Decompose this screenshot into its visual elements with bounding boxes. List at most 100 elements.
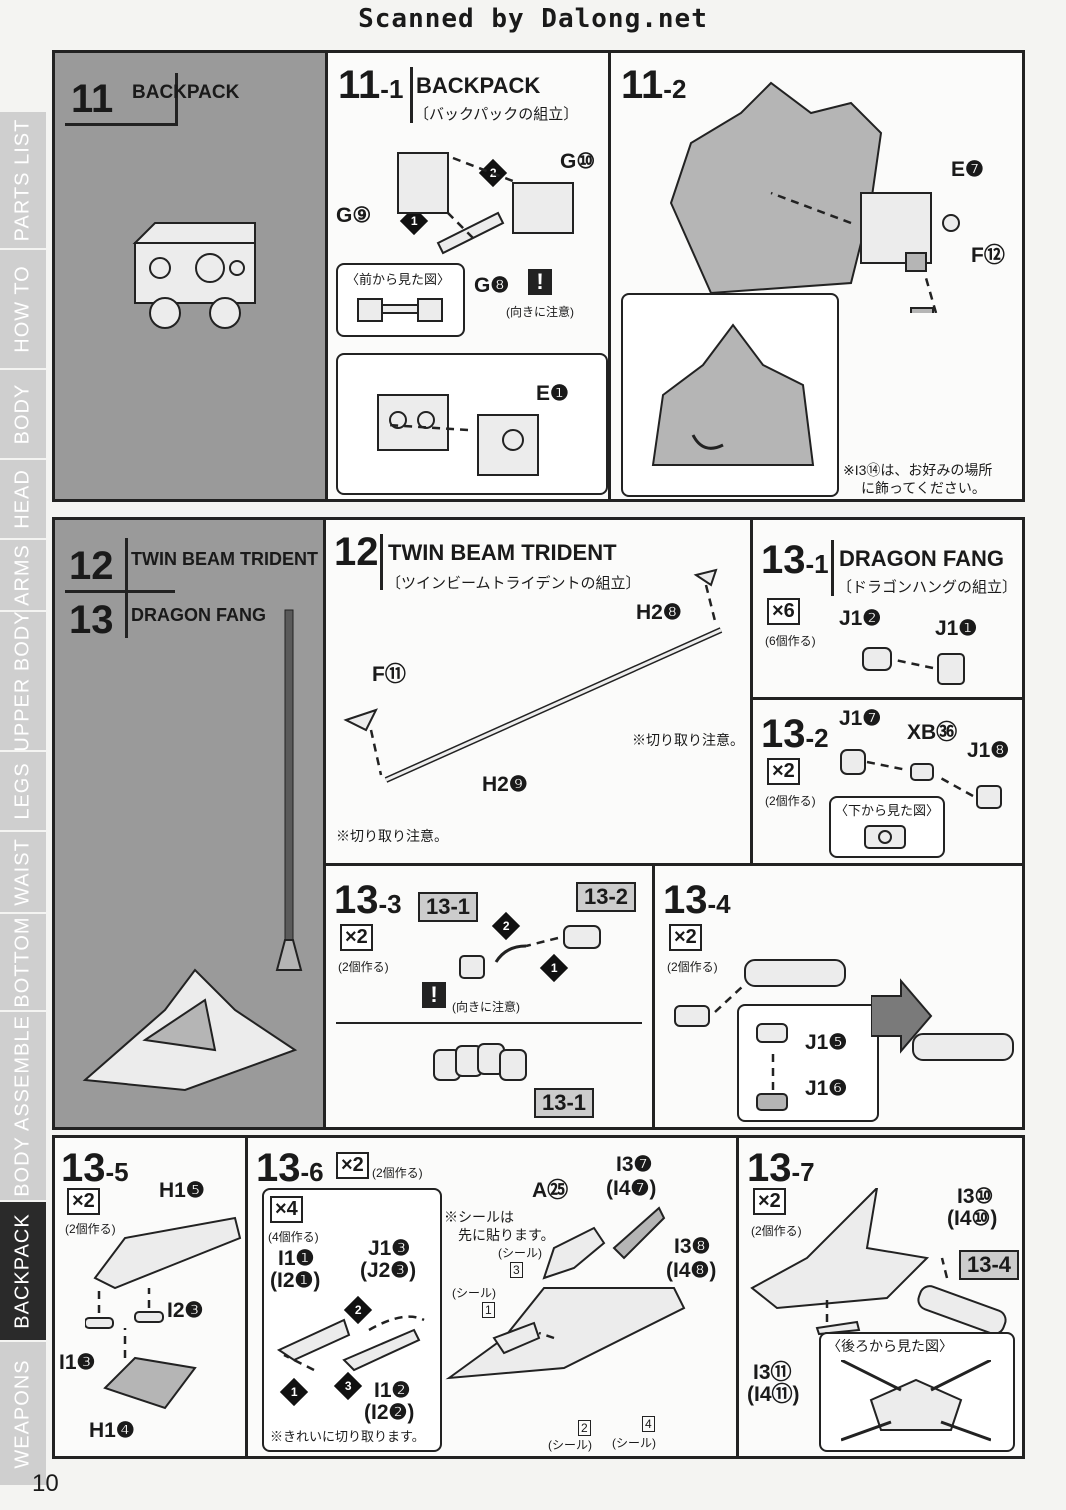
step-13-7: 13-7 ×2 (2個作る) I3⑩ (I4⑩) 13-4 I3⑪ (I4⑪) …: [739, 1138, 1022, 1456]
section-13-number: 13: [69, 598, 114, 642]
step-12: 12 TWIN BEAM TRIDENT 〔ツインビームトライデントの組立〕 H…: [326, 520, 750, 863]
ref-13-2: 13-2: [576, 882, 637, 912]
quantity-badge: ×2: [753, 1188, 786, 1215]
scan-credit: Scanned by Dalong.net: [358, 4, 708, 34]
step-13-3: 13-3 ×2 (2個作る) 13-1 13-2 2 1 ! (向きに注意) 1…: [326, 866, 652, 1127]
label-j17: J1❼: [839, 707, 882, 730]
label-i23: I2❸: [167, 1299, 204, 1322]
step-number: 11: [621, 63, 664, 107]
label-i22: (I2❷): [364, 1401, 415, 1424]
sub-assembly-callout: ×4 (4個作る) I1❶ (I2❶) J1❸ (J2❸) I1❷ (I2❷) …: [262, 1188, 442, 1452]
label-j16: J1❻: [805, 1077, 848, 1100]
label-e7: E❼: [951, 158, 984, 181]
quantity-badge: ×2: [767, 758, 800, 785]
step-13-6: 13-6 ×2 (2個作る) ×4 (4個作る) I1❶ (I2❶) J1❸ (…: [248, 1138, 736, 1456]
tab-waist[interactable]: WAIST: [0, 832, 46, 914]
quantity-note: (2個作る): [372, 1166, 423, 1180]
quantity-note: (2個作る): [751, 1224, 802, 1238]
joint-parts-illustration: [756, 1023, 788, 1111]
fang-joint-illustration: [862, 647, 965, 685]
front-view-caption: 〈前から見た図〉: [346, 272, 451, 287]
quantity-note: (2個作る): [338, 960, 389, 974]
step-title: DRAGON FANG: [839, 546, 1004, 571]
backpack-overview-illustration: [132, 222, 256, 329]
blade-parts-illustration: [276, 1315, 425, 1372]
step-suffix: -1: [805, 549, 829, 579]
step-number: 13: [334, 878, 379, 922]
tab-body[interactable]: BODY: [0, 370, 46, 460]
label-xb36: XB㊱: [907, 721, 958, 744]
tab-parts-list[interactable]: PARTS LIST: [0, 112, 46, 250]
tab-weapons[interactable]: WEAPONS: [0, 1342, 46, 1487]
fang-join-illustration: [459, 925, 601, 979]
fang-body-illustration: [85, 1216, 242, 1410]
section-12-13-overview: 12 TWIN BEAM TRIDENT 13 DRAGON FANG: [55, 520, 323, 1127]
quantity-badge: ×6: [767, 598, 800, 625]
fang-segment-illustration: [674, 959, 846, 1027]
label-a25: A㉕: [532, 1179, 569, 1202]
label-g8: G❽: [474, 274, 510, 297]
step-11-2: 11-2 E❼ F⑫ ※I3⑭は、お好みの場所 に飾ってください。: [611, 53, 1022, 499]
tab-arms[interactable]: ARMS: [0, 540, 46, 612]
step-suffix: -3: [378, 889, 402, 919]
mounted-backpack-illustration: [651, 323, 815, 466]
joint-detail-callout: J1❺ J1❻: [737, 1004, 879, 1122]
ref-13-1-bottom: 13-1: [534, 1088, 595, 1118]
caution-icon: !: [528, 269, 552, 295]
tab-how-to[interactable]: HOW TO: [0, 250, 46, 370]
label-j18: J1❽: [967, 739, 1010, 762]
step-subtitle-jp: 〔ドラゴンハングの組立〕: [837, 579, 1018, 596]
seal-number-2: 2: [578, 1420, 591, 1436]
quantity-badge: ×2: [669, 924, 702, 951]
tab-legs[interactable]: LEGS: [0, 752, 46, 832]
seal-number-4: 4: [642, 1416, 655, 1432]
quantity-note: (6個作る): [765, 634, 816, 648]
seal-number-3: 3: [510, 1262, 523, 1278]
note-line-1: ※I3⑭は、お好みの場所: [843, 462, 993, 478]
section-12-title: TWIN BEAM TRIDENT: [131, 549, 318, 569]
step-suffix: -2: [663, 74, 687, 104]
label-i38: I3❽: [674, 1235, 711, 1258]
rear-view-callout: 〈後ろから見た図〉: [819, 1332, 1015, 1452]
cut-clean-note: ※きれいに切り取ります。: [270, 1429, 425, 1444]
step-suffix: -1: [380, 74, 404, 104]
tab-backpack[interactable]: BACKPACK: [0, 1202, 46, 1342]
quantity-badge: ×2: [336, 1152, 369, 1179]
label-f11: F⑪: [372, 663, 406, 686]
section-11-overview: 11 BACKPACK: [55, 53, 325, 499]
tab-upper-body[interactable]: UPPER BODY: [0, 612, 46, 752]
step-13-1: 13-1 DRAGON FANG 〔ドラゴンハングの組立〕 ×6 (6個作る) …: [753, 520, 1022, 698]
step-number: 13: [761, 712, 806, 756]
seal-note-line-1: ※シールは: [444, 1209, 514, 1225]
label-i310: I3⑩: [957, 1185, 994, 1208]
backpack-parts-diagram: [397, 152, 574, 255]
cut-caution-left: ※切り取り注意。: [336, 828, 448, 844]
ref-13-1: 13-1: [418, 892, 479, 922]
rear-detail-callout: [621, 293, 839, 497]
label-g9: G⑨: [336, 204, 372, 227]
bottom-view-callout: 〈下から見た図〉: [829, 796, 945, 858]
result-arrow-illustration: [871, 978, 1014, 1061]
label-i311: I3⑪: [753, 1361, 792, 1384]
step-13-4: 13-4 ×2 (2個作る) J1❺ J1❻: [655, 866, 1022, 1127]
display-note: ※I3⑭は、お好みの場所 に飾ってください。: [843, 461, 992, 497]
label-j12: J1❷: [839, 607, 882, 630]
step-suffix: -4: [707, 889, 731, 919]
label-i37: I3❼: [616, 1153, 653, 1176]
inner-quantity-note: (4個作る): [268, 1230, 319, 1244]
step-number: 11: [338, 63, 381, 107]
step-suffix: -2: [805, 723, 829, 753]
tab-head[interactable]: HEAD: [0, 460, 46, 540]
label-j11: J1❶: [935, 617, 978, 640]
label-j23: (J2❸): [360, 1259, 417, 1282]
quantity-badge: ×2: [340, 924, 373, 951]
tab-body-assemble[interactable]: BODY ASSEMBLE: [0, 1012, 46, 1202]
label-i21: (I2❶): [270, 1269, 321, 1292]
rear-view-caption: 〈後ろから見た図〉: [827, 1338, 953, 1354]
step-number: 12: [334, 530, 379, 574]
label-i410: (I4⑩): [947, 1207, 998, 1230]
tab-bottom[interactable]: BOTTOM: [0, 914, 46, 1012]
step-subtitle-jp: 〔ツインビームトライデントの組立〕: [386, 575, 641, 592]
trident-assembly-illustration: [343, 568, 723, 783]
quantity-note: (2個作る): [65, 1222, 116, 1236]
